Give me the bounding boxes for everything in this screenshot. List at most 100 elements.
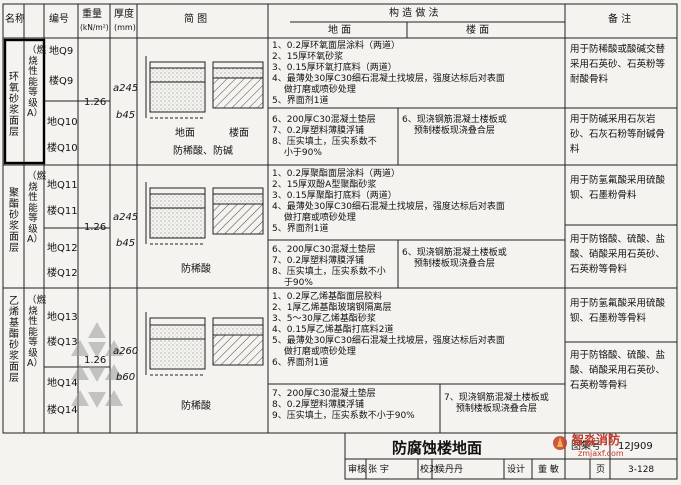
remark-text: 用于防氢氟酸采用硫酸钡、石墨粉骨料 — [570, 175, 666, 201]
step-line: 5、界面剂1道 — [272, 224, 329, 234]
step-line: 2、1厚乙烯基酯玻璃钢隔离层 — [272, 303, 392, 313]
step-line: 做打磨或喷砂处理 — [272, 213, 356, 223]
thickness-a: a245 — [113, 83, 139, 94]
sketch-label-ground: 地面 — [175, 128, 195, 139]
code-item: 楼Q10 — [47, 143, 78, 154]
sketch-slab-3 — [212, 317, 264, 366]
step-line: 2、15厚双酚A型聚酯砂浆 — [272, 180, 377, 190]
code-item: 地Q9 — [49, 46, 74, 57]
code-item: 地Q11 — [47, 180, 78, 191]
header-weight-unit: (kN/m²) — [80, 23, 109, 32]
remark-text: 用于防碱采用石灰岩砂、石灰石粉等耐碱骨料 — [570, 114, 666, 155]
step-line: 预制楼板现浇叠合层 — [402, 126, 495, 136]
sketch-acid-label: 防稀酸 — [181, 401, 211, 412]
remark-text: 用于防铬酸、硫酸、盐酸、硝酸采用石英砂、石英粉等骨料 — [570, 350, 666, 391]
watermark-url: zmjaxf.com — [578, 449, 624, 458]
step-line: 6、200厚C30混凝土垫层 — [272, 115, 376, 125]
header-sketch: 简 图 — [184, 14, 208, 25]
step-line: 3、5～30厚乙烯基酯砂浆 — [272, 314, 376, 324]
weight-value: 1.26 — [84, 97, 107, 108]
code-item: 地Q12 — [47, 243, 78, 254]
remark-text: 用于防铬酸、硫酸、盐酸、硝酸采用石英砂、石英粉等骨料 — [570, 234, 666, 275]
group-name-sub: （燃烧性能等级A） — [27, 295, 47, 369]
step-line: 7、0.2厚塑料薄膜浮铺 — [272, 126, 365, 136]
step-line: 4、0.15厚乙烯基酯打底料2道 — [272, 325, 394, 335]
weight-value: 1.26 — [84, 355, 107, 366]
watermark-triangles — [71, 322, 123, 408]
header-code: 编号 — [49, 14, 69, 25]
step-line: 小于90% — [272, 148, 322, 158]
group-name-main: 乙烯基酯砂浆面层 — [9, 296, 19, 384]
atlas-number: 12J909 — [618, 441, 653, 452]
review-label: 审核 — [348, 465, 367, 475]
code-item: 地Q10 — [47, 117, 78, 128]
code-item: 地Q13 — [47, 312, 78, 323]
step-line: 6、200厚C30混凝土垫层 — [272, 245, 376, 255]
group-name-sub: （燃烧性能等级A） — [27, 171, 47, 245]
sketch-acid-label: 防稀酸 — [181, 264, 211, 275]
step-line: 4、最薄处30厚C30细石混凝土找坡层，强度达标后对表面 — [272, 74, 505, 84]
step-line: 8、压实填土，压实系数不 — [272, 137, 377, 147]
step-line: 1、0.2厚环氧面层涂料（两道） — [272, 41, 401, 51]
checker-name: 侯丹丹 — [436, 465, 464, 475]
atlas-label: 图集号 — [571, 441, 601, 452]
sketch-slab-2 — [212, 187, 264, 235]
code-item: 楼Q9 — [49, 76, 74, 87]
sketch-acid-label: 防稀酸、防碱 — [173, 146, 233, 157]
step-line: 5、界面剂1道 — [272, 96, 329, 106]
step-line: 7、200厚C30混凝土垫层 — [272, 389, 376, 399]
page-number: 3-128 — [628, 465, 655, 475]
drawing-title: 防腐蚀楼地面 — [392, 439, 483, 457]
step-line: 2、15厚环氧砂浆 — [272, 52, 344, 62]
step-line: 3、0.15厚环氧打底料（两道） — [272, 63, 397, 73]
step-line: 做打磨或喷砂处理 — [272, 85, 356, 95]
header-construction: 构 造 做 法 — [389, 8, 439, 19]
step-line: 3、0.15厚聚酯打底料（两道） — [272, 191, 397, 201]
code-item: 楼Q11 — [47, 206, 78, 217]
step-line: 8、0.2厚塑料薄膜浮铺 — [272, 400, 365, 410]
page-label: 页 — [596, 465, 606, 475]
design-label: 设计 — [507, 465, 526, 475]
header-floor-slab: 楼 面 — [466, 25, 490, 36]
step-line: 做打磨或喷砂处理 — [272, 347, 356, 357]
sketch-ground-3 — [145, 312, 206, 376]
thickness-b: b45 — [116, 110, 136, 121]
remark-text: 用于防氢氟酸采用硫酸钡、石墨粉等骨料 — [570, 298, 666, 324]
step-line: 预制楼板现浇叠合层 — [402, 259, 495, 269]
code-item: 楼Q12 — [47, 268, 78, 279]
header-remark: 备 注 — [608, 14, 632, 25]
step-line: 6、现浇钢筋混凝土楼板或 — [402, 248, 507, 258]
header-thickness: 厚度 — [114, 9, 134, 20]
thickness-b: b60 — [116, 372, 136, 383]
check-label: 校对 — [420, 465, 439, 475]
step-line: 8、压实填土，压实系数不小 — [272, 267, 386, 277]
step-line: 6、现浇钢筋混凝土楼板或 — [402, 115, 507, 125]
reviewer-name: 张 宇 — [368, 465, 389, 475]
designer-name: 董 敏 — [538, 465, 559, 475]
sketch-ground-2 — [145, 182, 206, 245]
group-name-main: 聚酯砂浆面层 — [9, 188, 19, 254]
code-item: 楼Q13 — [47, 337, 78, 348]
thickness-a: a260 — [113, 346, 139, 357]
code-item: 楼Q14 — [47, 405, 78, 416]
header-weight: 重量 — [82, 9, 102, 20]
step-line: 于90% — [272, 278, 313, 288]
thickness-a: a245 — [113, 212, 139, 223]
step-line: 1、0.2厚聚酯面层涂料（两道） — [272, 169, 401, 179]
step-line: 1、0.2厚乙烯基酯面层胶料 — [272, 292, 383, 302]
group-name-main: 环氧砂浆面层 — [9, 72, 19, 138]
code-item: 地Q14 — [47, 378, 78, 389]
step-line: 7、现浇钢筋混凝土楼板或 — [444, 393, 549, 403]
watermark-logo-icon — [553, 436, 567, 450]
sketch-ground-1 — [145, 56, 206, 119]
step-line: 7、0.2厚塑料薄膜浮铺 — [272, 256, 365, 266]
remark-text: 用于防稀酸或酸碱交替采用石英砂、石英粉等耐酸骨料 — [570, 44, 666, 85]
header-floor-ground: 地 面 — [328, 25, 352, 36]
step-line: 5、最薄处30厚C30细石混凝土找坡层，强度达标后对表面 — [272, 336, 505, 346]
group-name-sub: （燃烧性能等级A） — [27, 45, 47, 119]
step-line: 预制楼板现浇叠合层 — [444, 404, 537, 414]
weight-value: 1.26 — [84, 222, 107, 233]
sketch-slab-1 — [212, 61, 264, 109]
header-thickness-unit: (mm) — [114, 23, 136, 32]
